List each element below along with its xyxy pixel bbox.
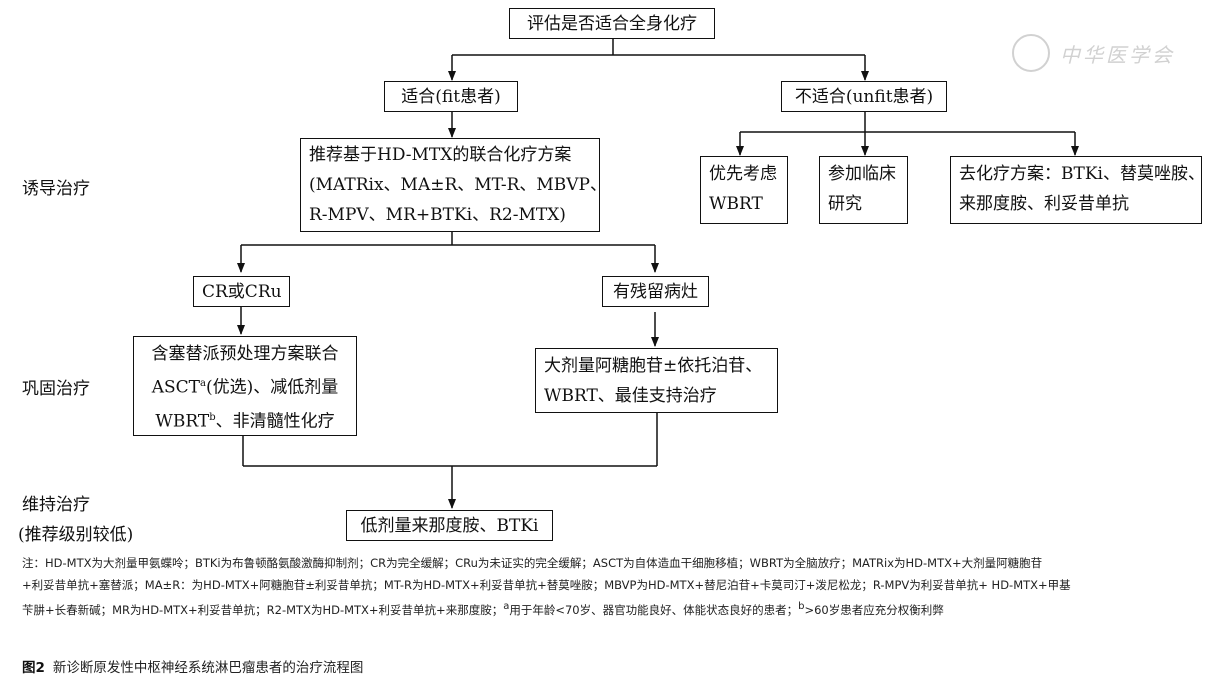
seal-icon <box>1012 34 1050 72</box>
stage-maintenance-label: 维持治疗 <box>22 495 90 515</box>
publisher-watermark: 中华医学会 <box>1012 34 1175 72</box>
cr-box: CR或CRu <box>193 276 290 307</box>
figure-title: 新诊断原发性中枢神经系统淋巴瘤患者的治疗流程图 <box>52 660 364 676</box>
note-line: 苄肼+长春新碱；MR为HD-MTX+利妥昔单抗；R2-MTX为HD-MTX+利妥… <box>22 601 944 617</box>
consolidation-cr-box: 含塞替派预处理方案联合 ASCTa(优选)、减低剂量 WBRTb、非清髓性化疗 <box>133 336 357 436</box>
unfit-box: 不适合(unfit患者) <box>781 81 947 112</box>
stage-induction-label: 诱导治疗 <box>22 179 90 199</box>
stage-maintenance-note: (推荐级别较低) <box>18 525 134 545</box>
wbrt-box: 优先考虑 WBRT <box>700 156 788 224</box>
residual-box: 有残留病灶 <box>602 276 709 307</box>
figure-label: 图2 <box>22 660 45 676</box>
dechemo-box: 去化疗方案：BTKi、替莫唑胺、 来那度胺、利妥昔单抗 <box>950 156 1205 224</box>
figure-notes: 注：HD-MTX为大剂量甲氨蝶呤；BTKi为布鲁顿酪氨酸激酶抑制剂；CR为完全缓… <box>22 552 1202 621</box>
stage-consolidation-label: 巩固治疗 <box>22 379 90 399</box>
maintenance-box: 低剂量来那度胺、BTKi <box>346 510 553 541</box>
assess-box: 评估是否适合全身化疗 <box>509 8 715 39</box>
fit-box: 适合(fit患者) <box>384 81 518 112</box>
note-line: 注：HD-MTX为大剂量甲氨蝶呤；BTKi为布鲁顿酪氨酸激酶抑制剂；CR为完全缓… <box>22 556 1043 570</box>
figure-caption: 图2 新诊断原发性中枢神经系统淋巴瘤患者的治疗流程图 <box>22 656 363 676</box>
clinical-trial-box: 参加临床 研究 <box>819 156 908 224</box>
consolidation-residual-box: 大剂量阿糖胞苷±依托泊苷、 WBRT、最佳支持治疗 <box>535 348 778 413</box>
induction-regimen-box: 推荐基于HD-MTX的联合化疗方案 (MATRix、MA±R、MT-R、MBVP… <box>300 138 607 232</box>
note-line: +利妥昔单抗+塞替派；MA±R：为HD-MTX+阿糖胞苷±利妥昔单抗；MT-R为… <box>22 578 1071 592</box>
